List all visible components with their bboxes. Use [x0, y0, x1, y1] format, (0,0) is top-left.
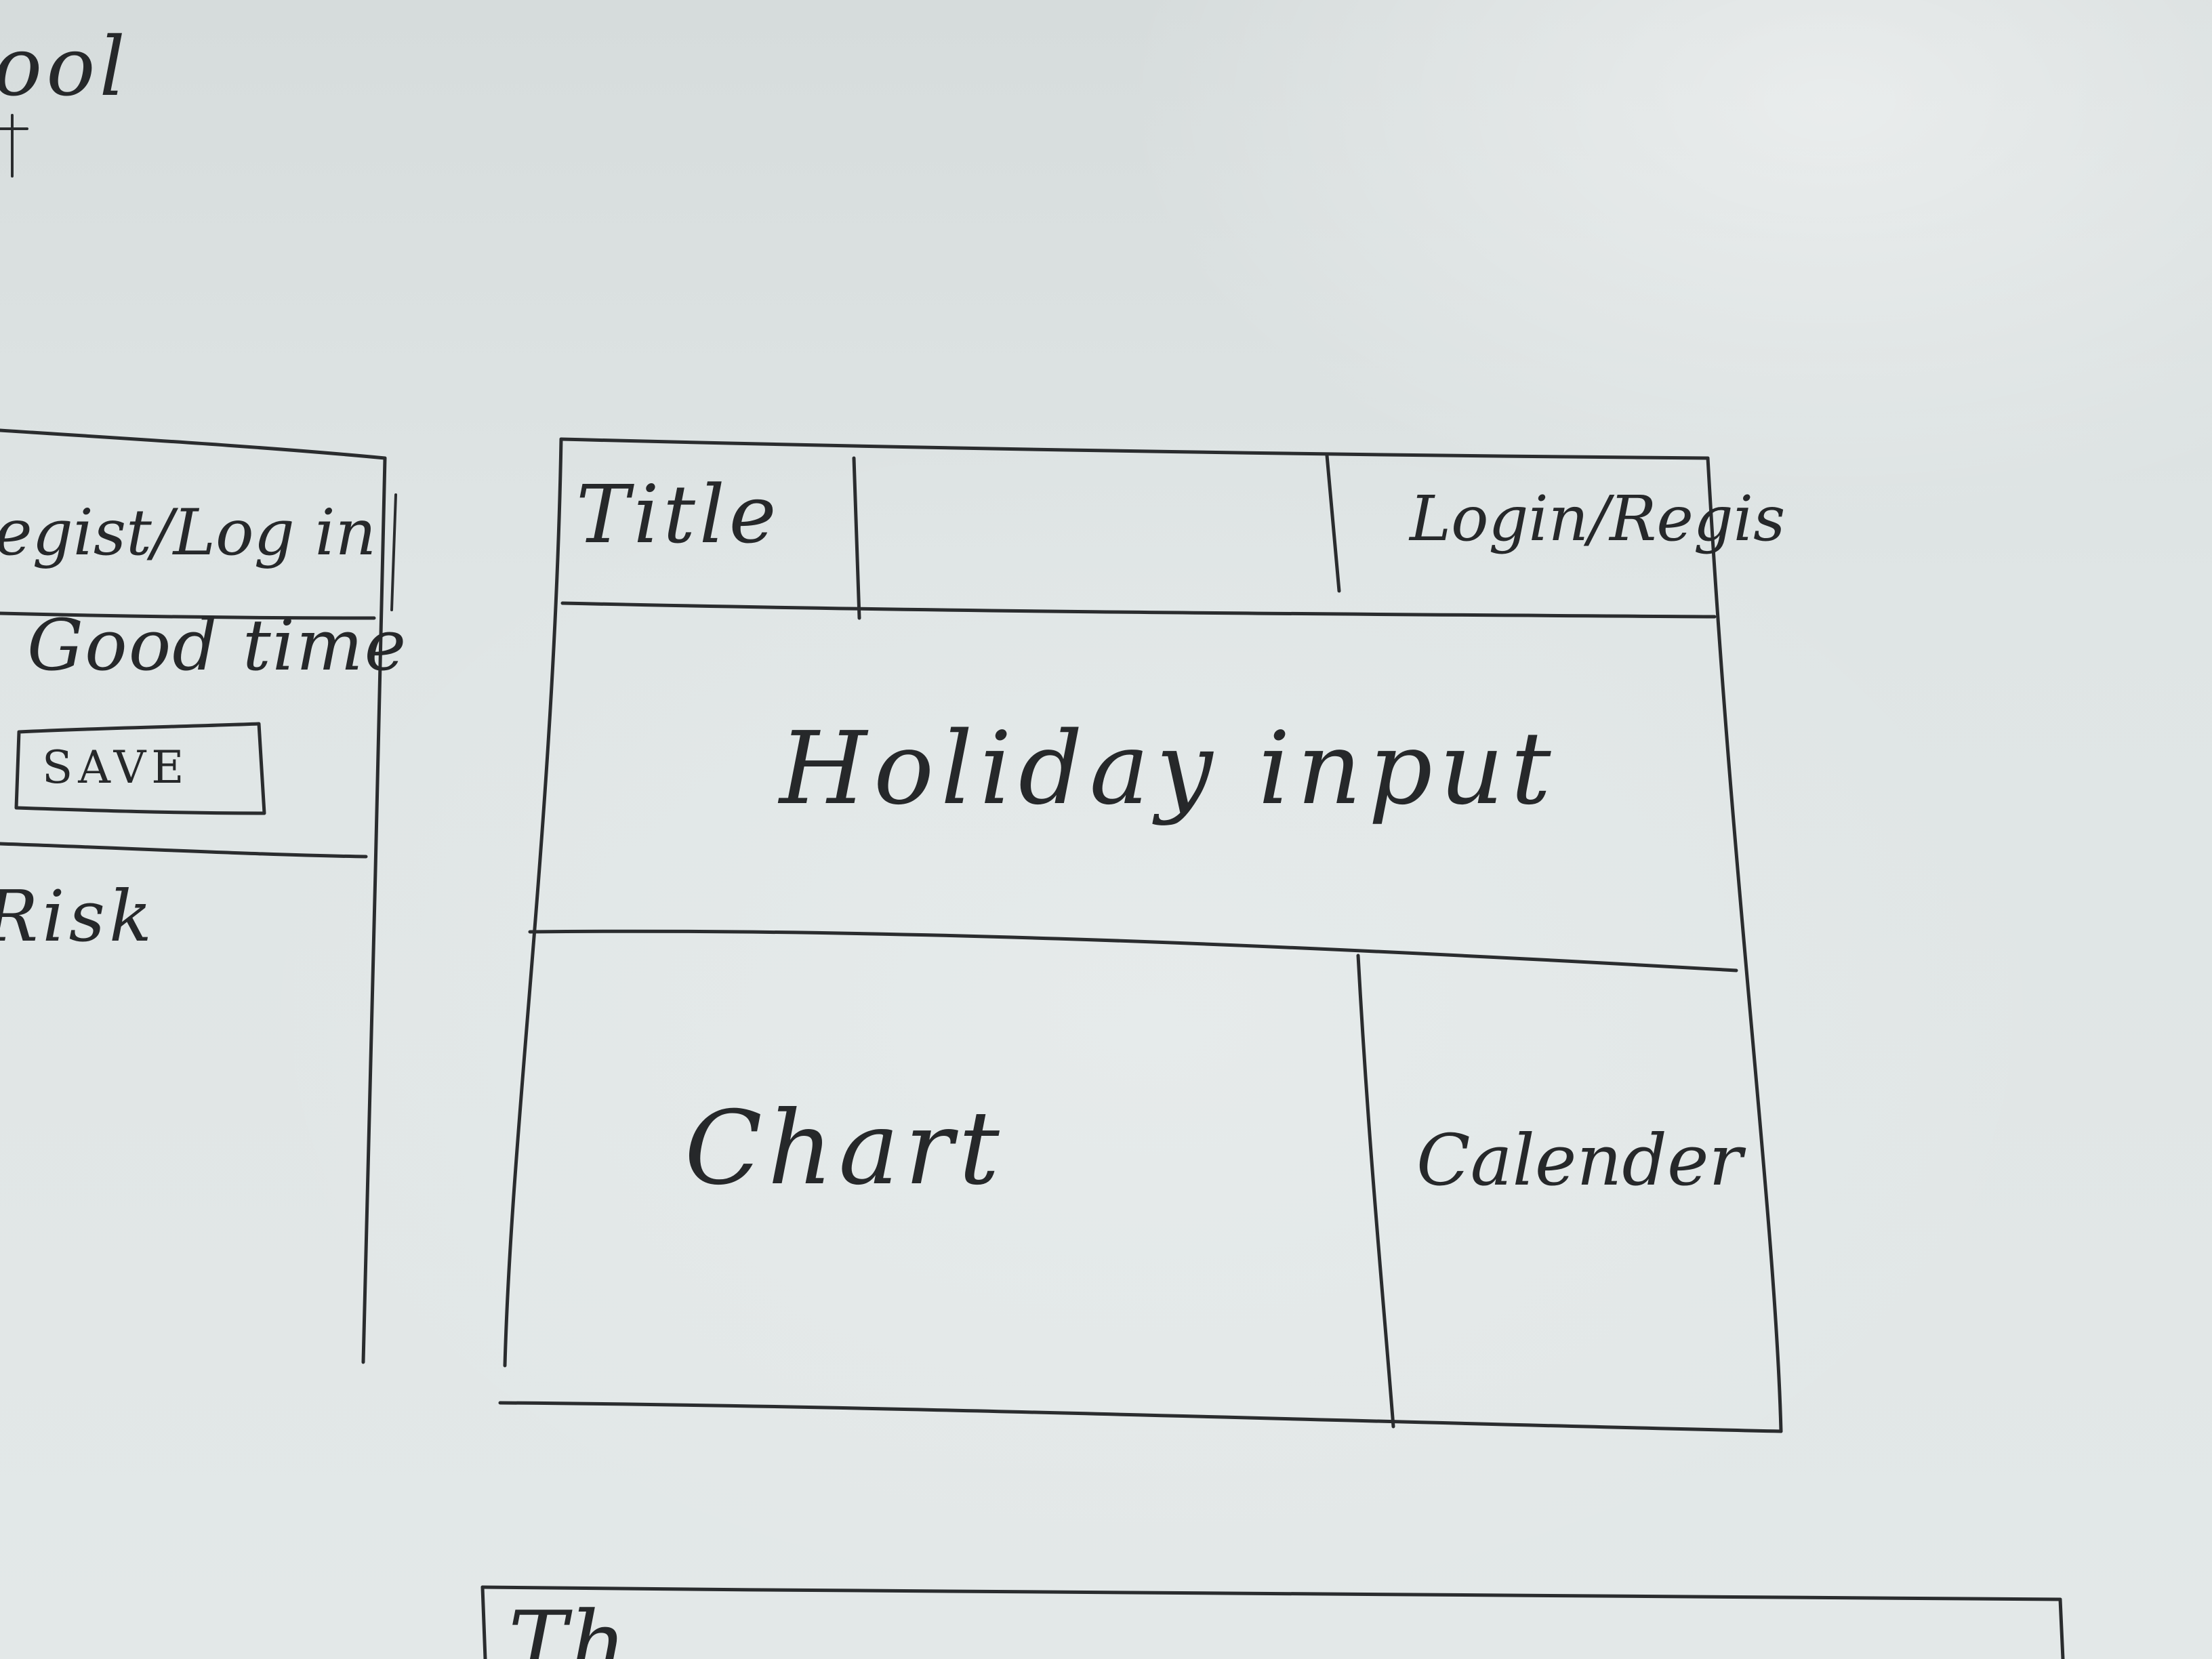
wireframe-calendar-label: Calender	[1416, 1119, 1743, 1202]
wireframe-top-edge	[559, 437, 1710, 460]
wireframe-holiday-bottom	[528, 929, 1738, 972]
corner-partial-text: ool	[0, 20, 129, 115]
side-good-time-label: Good time	[27, 604, 408, 687]
side-register-login-label: egist/Log in	[0, 496, 377, 570]
wireframe-holiday-input-label: Holiday input	[779, 710, 1558, 827]
side-panel-right-edge-inner	[390, 493, 397, 611]
wireframe-header-bottom	[560, 601, 1717, 619]
next-sketch-partial-text: Th	[508, 1592, 630, 1659]
wireframe-header-divider-right	[1325, 453, 1341, 593]
side-panel-right-edge	[361, 456, 387, 1364]
next-sketch-top-edge	[480, 1585, 2062, 1601]
side-save-button-label: SAVE	[42, 741, 190, 794]
side-risk-label: Risk	[0, 875, 156, 958]
corner-mark	[0, 114, 28, 178]
wireframe-right-edge	[1706, 456, 1783, 1433]
side-save-button-box	[14, 722, 266, 815]
side-panel-top-edge	[0, 428, 387, 460]
wireframe-chart-calendar-divider	[1356, 954, 1395, 1429]
wireframe-left-edge	[503, 437, 563, 1368]
wireframe-header-divider-left	[852, 456, 861, 620]
next-sketch-left-edge	[480, 1585, 487, 1659]
wireframe-title-label: Title	[576, 468, 781, 561]
wireframe-bottom-edge	[498, 1401, 1783, 1433]
wireframe-chart-label: Chart	[684, 1090, 1005, 1208]
wireframe-login-register-label: Login/Regis	[1410, 483, 1786, 555]
next-sketch-right-edge	[2058, 1597, 2065, 1659]
side-panel-divider-1	[0, 611, 376, 620]
side-panel-divider-2	[0, 842, 368, 859]
